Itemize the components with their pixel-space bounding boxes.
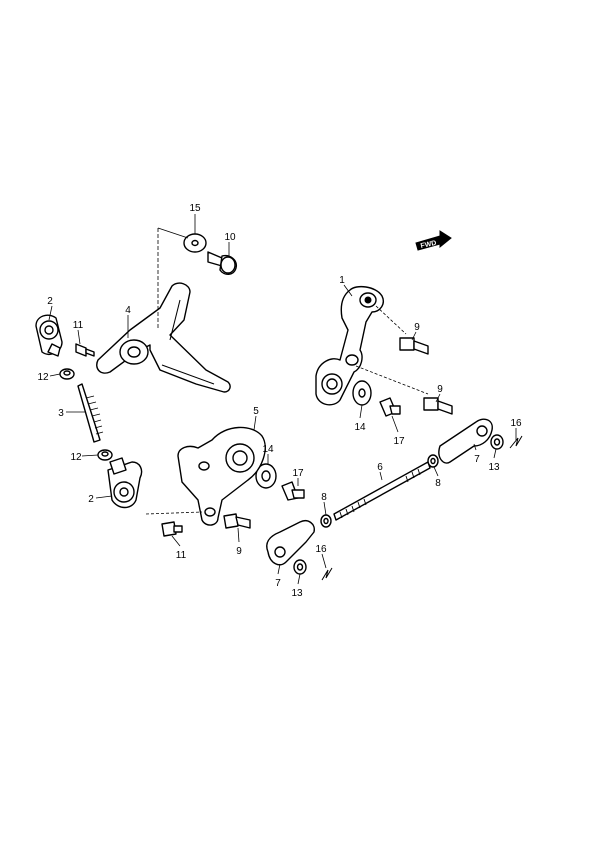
stud-bolt-9-upper (399, 337, 429, 355)
callout-2-upper: 2 (47, 296, 53, 307)
rod-6 (333, 461, 431, 521)
callout-17-left: 17 (292, 468, 304, 479)
callout-15: 15 (189, 203, 201, 214)
screw-11-upper (75, 343, 95, 357)
stud-bolt-9-middle (423, 397, 453, 415)
callout-3: 3 (58, 408, 64, 419)
callout-1: 1 (339, 275, 345, 286)
nut-8-left (320, 514, 332, 528)
screw-11-lower (161, 521, 183, 537)
callout-11-lower: 11 (176, 550, 187, 561)
rod-end-7-left (266, 520, 315, 566)
clip-16-left (321, 567, 333, 581)
connector-2-upper (35, 314, 63, 357)
callout-13-left: 13 (291, 588, 303, 599)
callout-16-right: 16 (510, 418, 522, 429)
callout-7-right: 7 (474, 454, 480, 465)
washer-13-right (490, 434, 504, 450)
washer-15 (183, 233, 207, 253)
forward-arrow-icon: FWD (415, 230, 452, 251)
clip-16-right (509, 435, 523, 449)
threaded-rod-3 (77, 383, 104, 443)
callout-2-lower: 2 (88, 494, 94, 505)
bolt-10 (207, 251, 237, 275)
callout-14-left: 14 (262, 444, 274, 455)
lever-arm-1 (315, 285, 429, 406)
callout-14-right: 14 (354, 422, 366, 433)
leader-lines (48, 214, 517, 585)
bolt-17-right (379, 397, 401, 417)
bolt-17-left (281, 481, 305, 501)
nut-12-upper (59, 368, 75, 380)
washer-14-right (352, 380, 372, 406)
callout-9-lower: 9 (236, 546, 242, 557)
fwd-label: FWD (420, 240, 437, 250)
callout-12-upper: 12 (37, 372, 49, 383)
callout-16-left: 16 (315, 544, 327, 555)
connector-2-lower (107, 457, 143, 509)
callout-13-right: 13 (488, 462, 500, 473)
callout-5: 5 (253, 406, 259, 417)
callout-4: 4 (125, 305, 131, 316)
callout-8-left: 8 (321, 492, 327, 503)
bracket-5 (145, 426, 266, 526)
rod-end-7-right (438, 418, 493, 464)
washer-13-left (293, 559, 307, 575)
callout-6: 6 (377, 462, 383, 473)
nut-12-lower (97, 449, 113, 461)
bracket-4 (96, 227, 231, 393)
callout-7-left: 7 (275, 578, 281, 589)
callout-9-upper: 9 (414, 322, 420, 333)
callout-12-lower: 12 (70, 452, 82, 463)
callout-9-middle: 9 (437, 384, 443, 395)
callout-10: 10 (224, 232, 236, 243)
stud-bolt-9-lower (223, 513, 251, 529)
callout-17-right: 17 (393, 436, 405, 447)
washer-14-left (255, 463, 277, 489)
callout-11-upper: 11 (73, 320, 84, 331)
callout-8-right: 8 (435, 478, 441, 489)
callout-labels: 15 10 2 11 4 12 3 12 2 1 9 9 14 17 5 14 … (37, 203, 522, 599)
nut-8-right (427, 454, 439, 468)
